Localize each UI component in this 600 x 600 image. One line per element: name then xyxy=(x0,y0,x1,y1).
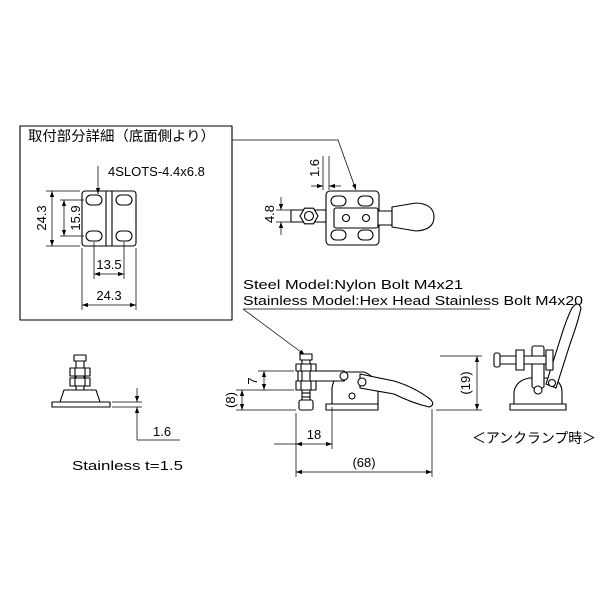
base-plate-side xyxy=(325,403,379,411)
clamp-arm-top xyxy=(333,207,379,229)
dim-plate-width: 24.3 xyxy=(81,248,137,310)
slot-spec-callout: 4SLOTS-4.4x6.8 xyxy=(95,164,205,194)
mounting-slot xyxy=(85,230,103,242)
unclamped-nut xyxy=(515,349,525,371)
slot-spec-label: 4SLOTS-4.4x6.8 xyxy=(108,164,205,179)
dim-slot-pitch-horizontal: 13.5 xyxy=(93,242,125,279)
mounting-slot xyxy=(115,230,133,242)
pivot-pin-top xyxy=(341,213,351,223)
dim-side-7-label: 7 xyxy=(245,377,260,384)
mounting-slot xyxy=(357,195,374,207)
mounting-slot xyxy=(330,195,347,207)
bolt-end-top xyxy=(303,210,315,222)
dim-side-18-label: 18 xyxy=(307,427,321,442)
clamp-top-view: 1.6 4.8 xyxy=(262,156,435,246)
dim-side-8-label: (8) xyxy=(223,392,238,408)
detail-title: 取付部分詳細（底面側より） xyxy=(28,129,215,145)
upper-nut-side xyxy=(295,363,317,372)
unclamped-caption: ＜アンクランプ時＞ xyxy=(472,431,596,447)
dim-side-7: 7 xyxy=(236,370,294,391)
spindle-tip-side xyxy=(298,399,314,411)
mounting-slot xyxy=(330,229,347,241)
handle-grip-top xyxy=(391,202,435,232)
pivot-pin-side xyxy=(339,371,349,381)
unclamped-view: ＜アンクランプ時＞ xyxy=(472,303,596,447)
dim-top-plate: 1.6 xyxy=(307,156,341,190)
dim-top-plate-label: 1.6 xyxy=(307,159,322,177)
detail-leader-line xyxy=(232,139,357,191)
dim-side-19-label: (19) xyxy=(458,371,473,394)
mounting-slot xyxy=(357,229,374,241)
stainless-lower-nut xyxy=(69,377,91,387)
pivot-pin-side xyxy=(357,377,367,387)
unclamped-handle xyxy=(545,303,582,389)
dim-plate-height: 24.3 xyxy=(34,190,80,247)
note-leader-line xyxy=(242,308,306,356)
dim-top-bolt: 4.8 xyxy=(262,197,300,235)
dim-slot-pitch-vertical: 15.9 xyxy=(60,199,84,237)
dim-side-8: (8) xyxy=(223,390,296,411)
unclamped-spindle-arm xyxy=(531,345,545,389)
dim-stainless-thickness: 1.6 xyxy=(112,388,180,441)
dim-side-18: 18 xyxy=(274,407,333,477)
handle-neck-top xyxy=(377,210,393,226)
unclamped-pivot-pin xyxy=(533,385,543,395)
dim-slot-pitch-vertical-label: 15.9 xyxy=(68,205,83,230)
unclamped-base-plate xyxy=(509,403,567,411)
dim-slot-pitch-horizontal-label: 13.5 xyxy=(96,257,121,272)
unclamped-spindle-tip xyxy=(493,352,501,368)
mounting-slot xyxy=(115,194,133,206)
detail-frame xyxy=(19,125,233,321)
pivot-pin-top xyxy=(361,213,371,223)
lower-nut-side xyxy=(295,380,317,391)
dim-side-19: (19) xyxy=(436,355,482,411)
mounting-slot xyxy=(85,194,103,206)
dim-side-68: (68) xyxy=(296,409,433,477)
handle-side xyxy=(359,373,434,408)
clamp-side-view: 7 (8) (19) 18 (68) xyxy=(223,353,482,477)
bolt-head-side xyxy=(299,353,313,361)
unclamped-pivot-pin xyxy=(547,378,557,388)
stainless-model-note: Stainless Model:Hex Head Stainless Bolt … xyxy=(243,293,583,308)
base-plate-bottom-view xyxy=(81,190,137,247)
bolt-note: Steel Model:Nylon Bolt M4x21 Stainless M… xyxy=(242,277,583,356)
dim-plate-height-label: 24.3 xyxy=(34,205,49,230)
stainless-caption: Stainless t=1.5 xyxy=(72,458,183,473)
dim-stainless-thickness-label: 1.6 xyxy=(153,424,171,439)
unclamped-nut xyxy=(545,349,554,371)
pivot-pin-side xyxy=(348,392,356,400)
stainless-upper-nut xyxy=(69,367,91,377)
stainless-side-view: 1.6 Stainless t=1.5 xyxy=(51,354,183,473)
stainless-bracket xyxy=(59,389,101,403)
stainless-base-plate xyxy=(51,401,111,408)
dim-side-68-label: (68) xyxy=(352,455,375,470)
stainless-bolt-head xyxy=(73,354,87,362)
dim-plate-width-label: 24.3 xyxy=(96,288,121,303)
steel-model-note: Steel Model:Nylon Bolt M4x21 xyxy=(243,277,463,292)
mounting-detail-panel: 取付部分詳細（底面側より） 4SLOTS-4.4x6.8 24.3 15.9 xyxy=(19,125,233,321)
dim-top-bolt-label: 4.8 xyxy=(262,205,277,223)
